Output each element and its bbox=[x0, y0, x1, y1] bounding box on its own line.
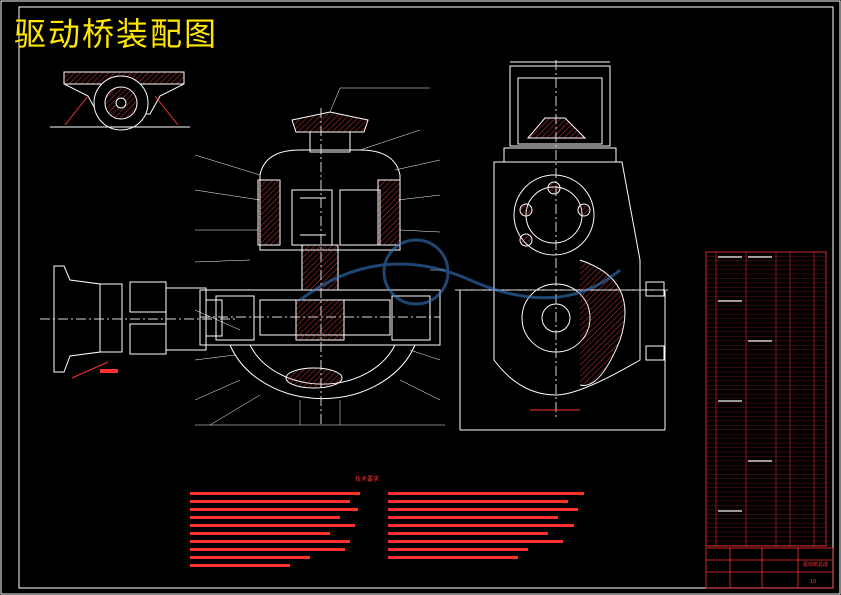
title-block bbox=[705, 547, 834, 589]
title-block-name: 驱动桥总成 bbox=[803, 562, 829, 568]
part-leader-lines bbox=[194, 87, 445, 426]
technical-requirements-notes bbox=[190, 492, 584, 567]
parts-list-table bbox=[705, 251, 827, 547]
main-axle-assembly-view bbox=[199, 108, 441, 425]
bearing-seat-section-view bbox=[50, 71, 190, 131]
drawing-title: 驱动桥装配图 bbox=[14, 15, 219, 53]
notes-heading: 技术要求 bbox=[355, 476, 380, 483]
watermark-logo bbox=[299, 238, 621, 306]
sheet-number: 10 bbox=[810, 579, 817, 585]
side-view-housing bbox=[455, 60, 670, 431]
left-half-shaft-view bbox=[40, 265, 235, 379]
